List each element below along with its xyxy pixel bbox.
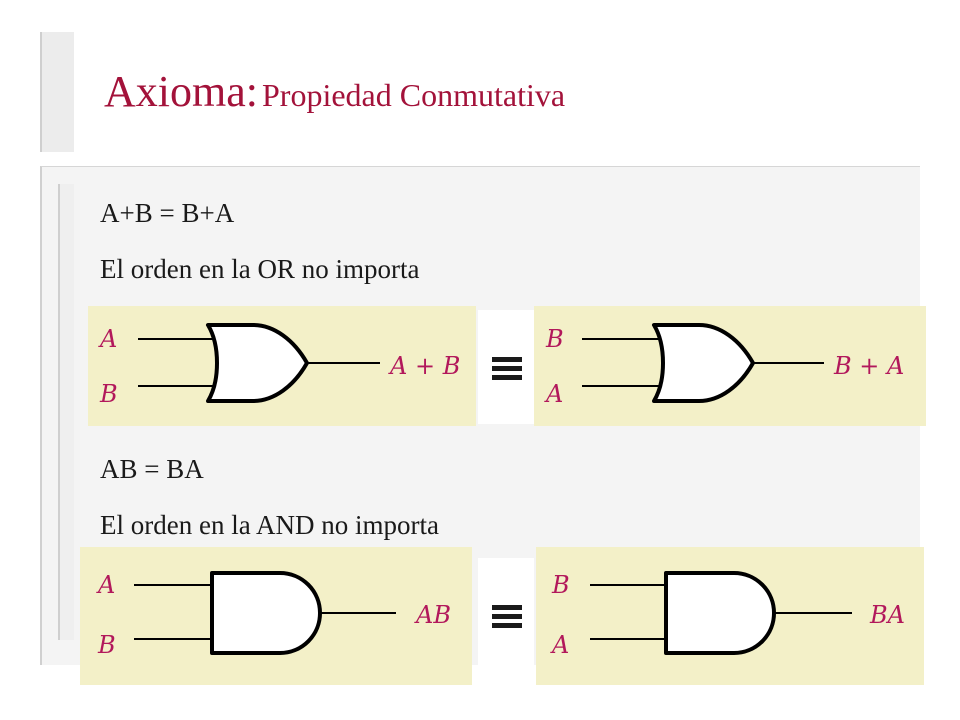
or-diagram-right: B A B + A [534,306,926,426]
input-top-label: B [545,325,564,353]
title-main: Axioma: [104,67,258,116]
equivalence-bar-3 [492,375,522,380]
and-diagram-right: B A BA [536,547,924,685]
or-equivalence [478,310,534,424]
content-panel-inner-bar [58,184,74,640]
output-label: B + A [833,352,904,380]
and-gate-symbol [664,571,776,655]
input-bottom-label: B [99,380,118,408]
input-bottom-label: B [97,631,116,659]
equivalence-bar-1 [492,357,522,362]
output-label: BA [869,601,905,629]
or-gate-symbol [652,323,755,403]
output-label: AB [414,601,451,629]
slide-title: Axioma: Propiedad Conmutativa [104,66,565,117]
and-description: El orden en la AND no importa [100,510,439,540]
or-description: El orden en la OR no importa [100,254,420,284]
input-top-label: A [98,325,117,353]
input-top-label: A [96,571,115,599]
or-gate-symbol [206,323,309,403]
equivalence-bar-1 [492,605,522,610]
input-top-label: B [551,571,570,599]
and-equivalence [478,558,534,672]
and-diagram-left: A B AB [80,547,472,685]
and-gate-symbol [210,571,322,655]
and-equation: AB = BA [100,454,204,484]
equivalence-bar-2 [492,614,522,619]
or-diagram-left: A B A + B [88,306,476,426]
title-accent-bar [40,32,74,152]
or-equation: A+B = B+A [100,198,235,228]
input-bottom-label: A [550,631,569,659]
output-label: A + B [388,352,460,380]
equivalence-bar-2 [492,366,522,371]
input-bottom-label: A [544,380,563,408]
equivalence-bar-3 [492,623,522,628]
title-sub: Propiedad Conmutativa [261,77,566,113]
